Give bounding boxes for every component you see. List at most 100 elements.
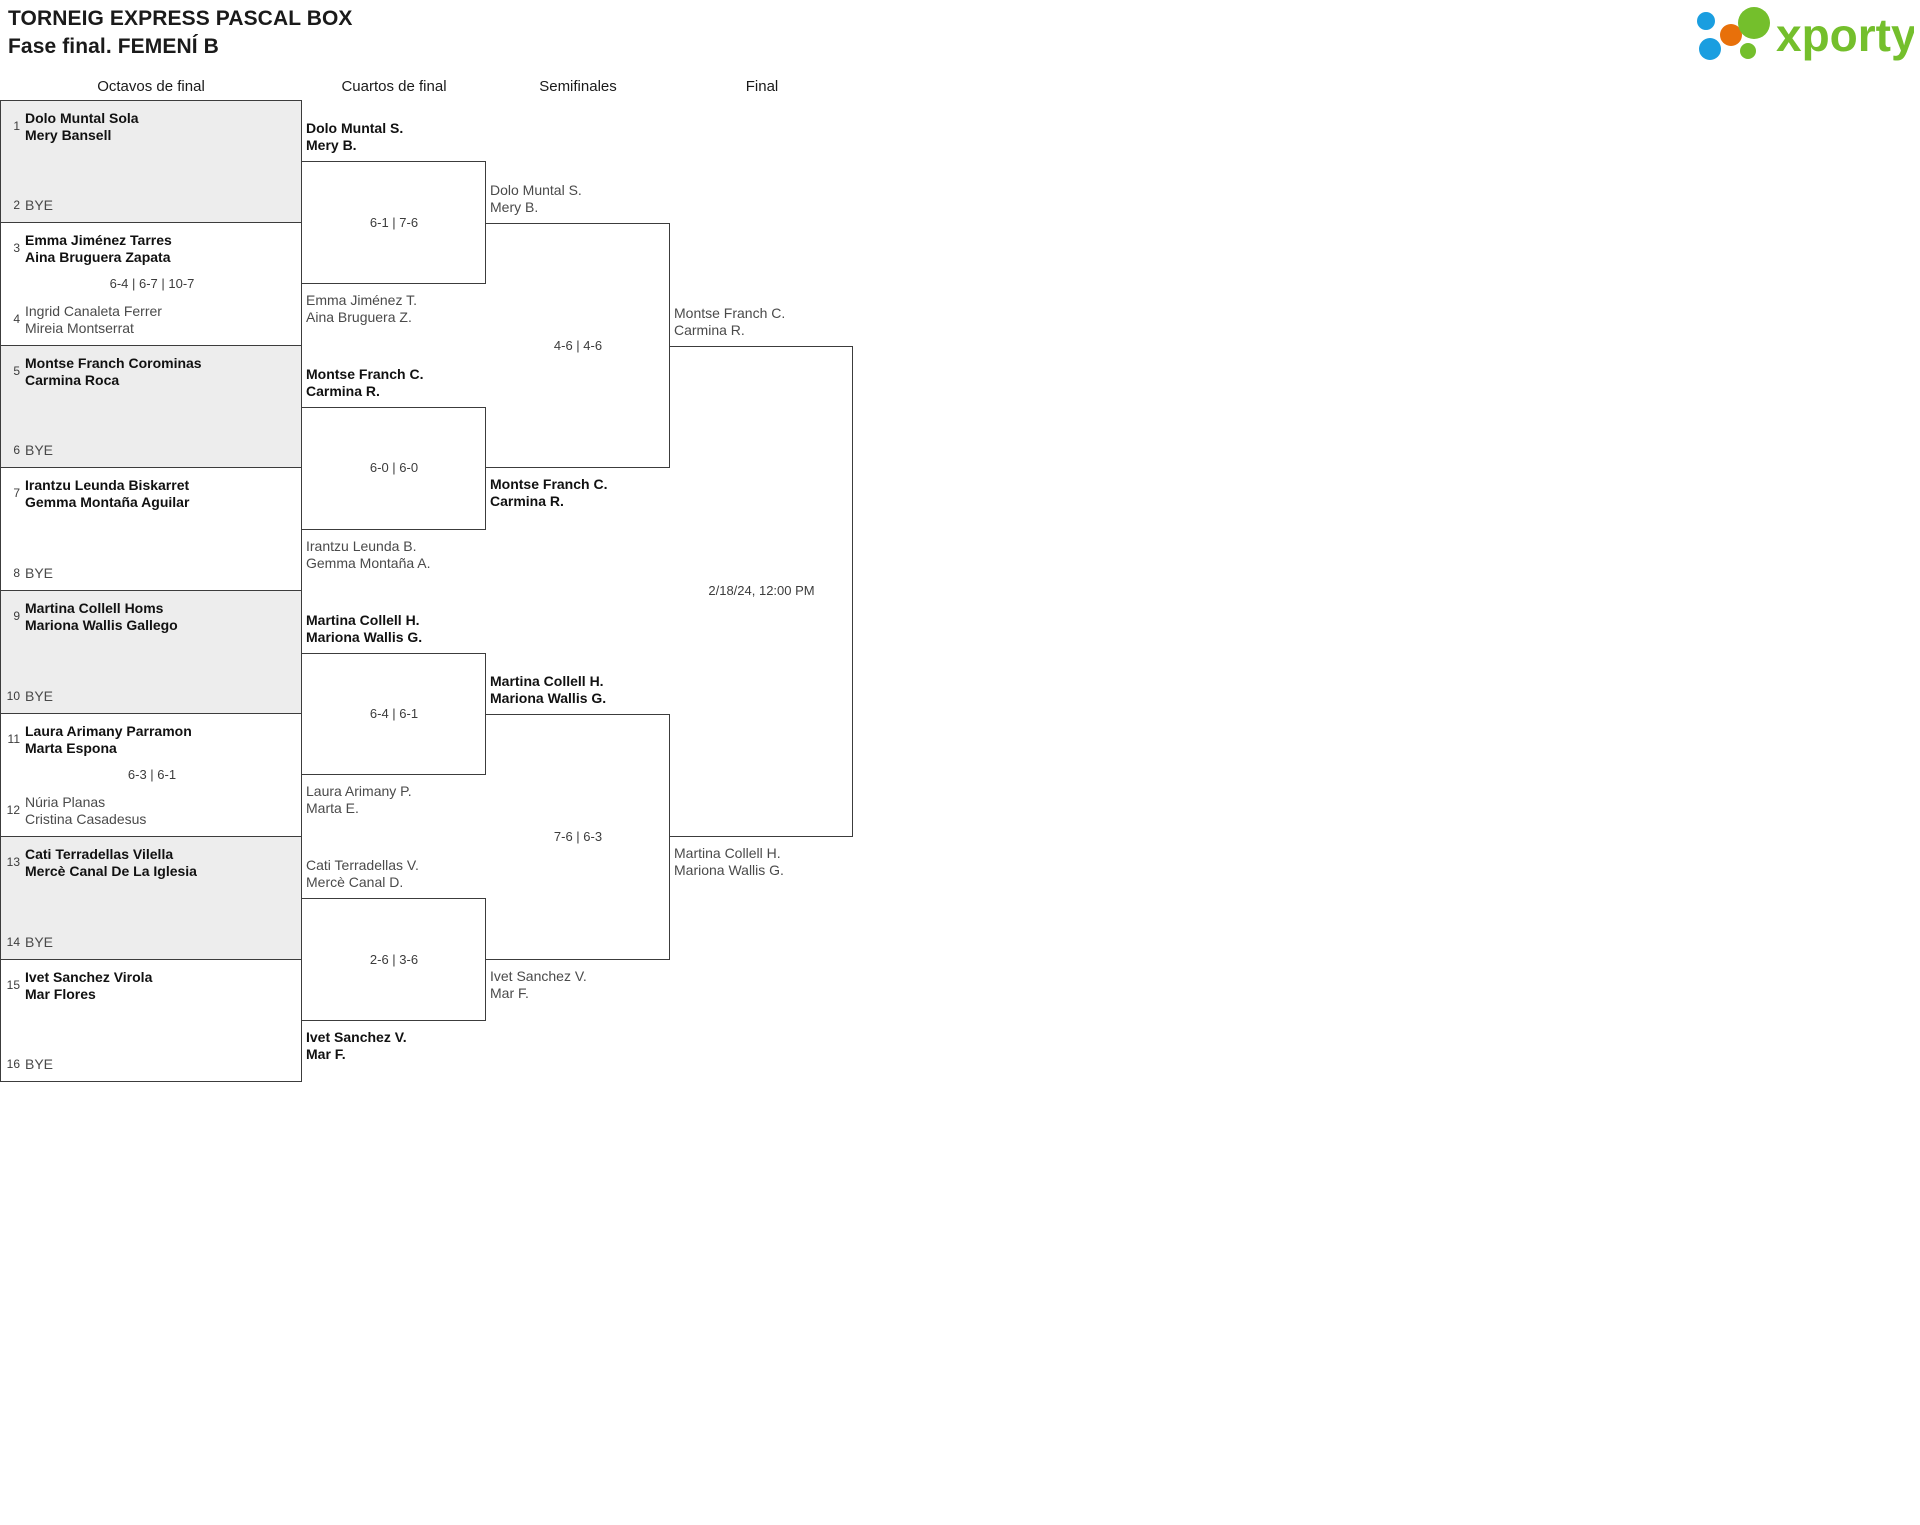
round4-connector[interactable] xyxy=(670,345,853,837)
player-name-2: Mar Flores xyxy=(25,985,96,1002)
round-header-cuartos: Cuartos de final xyxy=(341,78,447,95)
seed-number: 8 xyxy=(13,566,20,581)
round2-entrant-bottom[interactable]: Irantzu Leunda B.Gemma Montaña A. xyxy=(306,538,431,572)
player-name-2: Marta Espona xyxy=(25,740,117,756)
round2-entrant-bottom[interactable]: Emma Jiménez T.Aina Bruguera Z. xyxy=(306,292,417,326)
player-name-1: Montse Franch C. xyxy=(306,366,424,382)
round2-entrant-top[interactable]: Dolo Muntal S.Mery B. xyxy=(306,120,403,154)
player-name-1: Ivet Sanchez Virola xyxy=(25,968,153,985)
player-name-1: Ivet Sanchez V. xyxy=(306,1029,407,1045)
bye-label: BYE xyxy=(25,442,54,459)
round1-score: 6-3 | 6-1 xyxy=(127,767,177,783)
round3-entrant-top[interactable]: Martina Collell H.Mariona Wallis G. xyxy=(490,673,606,707)
player-name-2: Mery B. xyxy=(490,198,539,215)
logo-dot-blue-large xyxy=(1699,38,1721,60)
player-name-1: Emma Jiménez T. xyxy=(306,292,417,309)
seed-number: 2 xyxy=(13,197,20,212)
seed-number: 15 xyxy=(6,977,20,992)
player-name-1: Ingrid Canaleta Ferrer xyxy=(25,302,162,319)
player-name-2: Mar F. xyxy=(490,984,529,1001)
round4-score: 2/18/24, 12:00 PM xyxy=(708,583,815,599)
round3-entrant-bottom[interactable]: Montse Franch C.Carmina R. xyxy=(490,476,607,510)
round2-score: 2-6 | 3-6 xyxy=(369,951,419,967)
round3-entrant-top[interactable]: Dolo Muntal S.Mery B. xyxy=(490,182,582,216)
round-header-octavos: Octavos de final xyxy=(97,78,205,95)
round2-entrant-bottom[interactable]: Laura Arimany P.Marta E. xyxy=(306,783,412,817)
player-name-1: Montse Franch C. xyxy=(674,304,786,321)
round3-score: 4-6 | 4-6 xyxy=(553,337,603,353)
round2-score: 6-4 | 6-1 xyxy=(369,706,419,721)
round3-score: 7-6 | 6-3 xyxy=(553,828,603,844)
round2-connector[interactable] xyxy=(302,898,486,1021)
player-name-2: Marta E. xyxy=(306,800,359,817)
player-name-2: Mariona Wallis G. xyxy=(306,628,423,645)
player-name-1: Irantzu Leunda B. xyxy=(306,537,417,554)
logo-dot-green-small xyxy=(1740,43,1756,59)
player-name-2: Carmina R. xyxy=(490,493,564,510)
logo-dot-green-large xyxy=(1738,7,1770,39)
round2-connector[interactable] xyxy=(302,652,486,776)
seed-number: 4 xyxy=(13,311,20,326)
round3-entrant-bottom[interactable]: Ivet Sanchez V.Mar F. xyxy=(490,968,587,1002)
seed-number: 10 xyxy=(6,688,20,703)
page-header: TORNEIG EXPRESS PASCAL BOX Fase final. F… xyxy=(0,0,1920,70)
seed-number: 1 xyxy=(13,119,20,133)
round4-entrant-bottom[interactable]: Martina Collell H.Mariona Wallis G. xyxy=(674,845,784,879)
player-name-1: Montse Franch Corominas xyxy=(25,354,202,371)
round2-entrant-bottom[interactable]: Ivet Sanchez V.Mar F. xyxy=(306,1029,407,1063)
player-name-1: Laura Arimany P. xyxy=(306,783,412,800)
player-name-2: Mariona Wallis G. xyxy=(674,861,784,878)
round2-score: 6-0 | 6-0 xyxy=(369,460,419,476)
seed-number: 16 xyxy=(6,1057,20,1072)
player-name-1: Cati Terradellas Vilella xyxy=(25,845,174,862)
round2-entrant-top[interactable]: Montse Franch C.Carmina R. xyxy=(306,366,423,400)
player-name-2: Gemma Montaña Aguilar xyxy=(25,494,190,511)
round2-entrant-top[interactable]: Cati Terradellas V.Mercè Canal D. xyxy=(306,857,419,891)
player-name-2: Mariona Wallis G. xyxy=(490,690,607,706)
player-name-1: Martina Collell Homs xyxy=(25,600,164,617)
bye-label: BYE xyxy=(25,933,54,950)
round2-connector[interactable] xyxy=(302,161,486,285)
round2-connector[interactable] xyxy=(302,407,486,530)
round2-score: 6-1 | 7-6 xyxy=(369,214,419,230)
round2-entrant-top[interactable]: Martina Collell H.Mariona Wallis G. xyxy=(306,612,422,646)
player-name-2: Mercè Canal De La Iglesia xyxy=(25,862,197,879)
xporty-logo[interactable]: xporty xyxy=(1688,6,1914,62)
seed-number: 13 xyxy=(6,854,20,869)
player-name-1: Martina Collell H. xyxy=(674,844,781,861)
round3-connector[interactable] xyxy=(486,714,670,960)
player-name-1: Irantzu Leunda Biskarret xyxy=(25,477,190,494)
round4-entrant-top[interactable]: Montse Franch C.Carmina R. xyxy=(674,305,785,339)
round3-connector[interactable] xyxy=(486,222,670,469)
logo-dot-orange xyxy=(1720,24,1742,46)
